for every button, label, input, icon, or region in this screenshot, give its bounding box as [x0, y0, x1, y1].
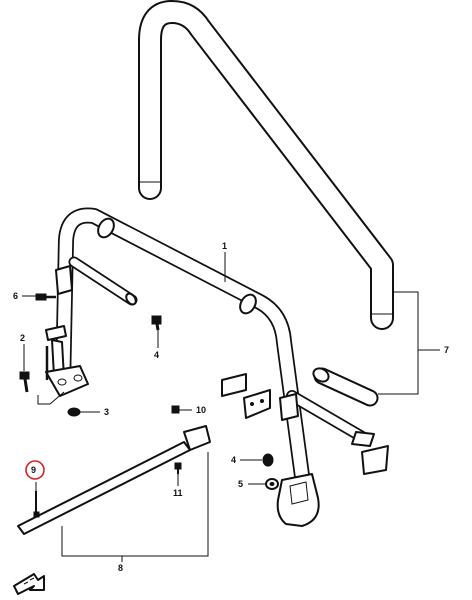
screw-part-9: [33, 491, 40, 518]
callout-3: 3: [104, 407, 109, 417]
callouts: 1 2 3 4 4 5 6 7 8 9 10 11: [13, 241, 449, 573]
washer-part-5: [265, 478, 279, 490]
callout-2: 2: [20, 333, 25, 343]
callout-1: 1: [222, 241, 227, 251]
bolt-part-4-upper: [151, 315, 162, 331]
bolt-part-2: [19, 371, 30, 393]
callout-7: 7: [444, 345, 449, 355]
callout-11: 11: [173, 488, 183, 498]
leader-lines: [22, 252, 440, 562]
callout-10: 10: [196, 405, 206, 415]
right-brackets: [221, 373, 389, 475]
bolt-part-4-lower: [262, 453, 274, 467]
callout-9: 9: [31, 465, 36, 475]
part-7-upper-hoop: [138, 0, 394, 330]
callout-6: 6: [13, 291, 18, 301]
rear-brace-tube: [286, 390, 375, 447]
callout-5: 5: [238, 479, 243, 489]
bolt-part-11: [174, 462, 182, 474]
callout-8: 8: [118, 563, 123, 573]
bolt-part-6: [35, 293, 56, 301]
left-diagonal-brace: [68, 256, 138, 306]
front-arrow-icon: [13, 573, 45, 595]
bolt-part-10: [171, 405, 180, 414]
part-1-main-hoop: [45, 207, 320, 527]
highlight-ring-callout-9: [25, 460, 45, 480]
callout-4-upper: 4: [154, 350, 159, 360]
detached-tube: [312, 367, 379, 407]
part-8-lower-brace: [17, 425, 211, 535]
nut-part-3: [67, 407, 81, 417]
callout-4-lower: 4: [231, 455, 236, 465]
